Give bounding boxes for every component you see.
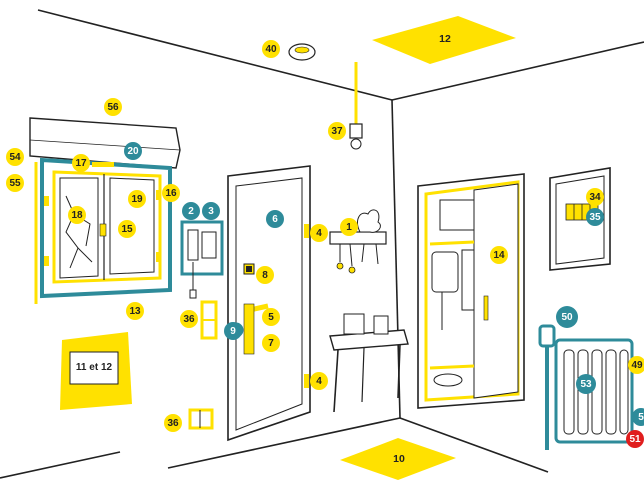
marker-1: 1: [340, 218, 358, 236]
lamp-icon: [350, 62, 362, 149]
marker-49: 49: [628, 356, 644, 374]
marker-18: 18: [68, 206, 86, 224]
marker-17: 17: [72, 154, 90, 172]
marker-40: 40: [262, 40, 280, 58]
marker-55: 55: [6, 174, 24, 192]
marker-9: 9: [224, 322, 242, 340]
marker-14: 14: [490, 246, 508, 264]
marker-51: 51: [626, 430, 644, 448]
marker-50: 50: [556, 306, 578, 328]
marker-3: 3: [202, 202, 220, 220]
marker-20: 20: [124, 142, 142, 160]
marker-56: 56: [104, 98, 122, 116]
marker-10: 10: [384, 453, 414, 465]
keys-icon: [330, 232, 386, 273]
marker-7: 7: [262, 334, 280, 352]
marker-36-top: 36: [180, 310, 198, 328]
marker-13: 13: [126, 302, 144, 320]
marker-4-bottom: 4: [310, 372, 328, 390]
marker-15: 15: [118, 220, 136, 238]
marker-36-bottom: 36: [164, 414, 182, 432]
marker-19: 19: [128, 190, 146, 208]
marker-16: 16: [162, 184, 180, 202]
wardrobe-icon: [418, 174, 524, 408]
plant-icon: [358, 210, 381, 232]
table-icon: [330, 314, 408, 412]
marker-12: 12: [430, 33, 460, 45]
marker-6: 6: [266, 210, 284, 228]
marker-8: 8: [256, 266, 274, 284]
marker-4-top: 4: [310, 224, 328, 242]
marker-34: 34: [586, 188, 604, 206]
marker-37: 37: [328, 122, 346, 140]
marker-2: 2: [182, 202, 200, 220]
smoke-detector-icon: [289, 44, 315, 60]
door-icon: [228, 166, 310, 440]
marker-53: 53: [576, 374, 596, 394]
intercom-icon: [182, 222, 222, 298]
marker-35: 35: [586, 208, 604, 226]
marker-5: 5: [262, 308, 280, 326]
window-icon: [30, 118, 180, 304]
marker-54: 54: [6, 148, 24, 166]
marker-5-right: 5: [632, 408, 644, 426]
post-it-label: 11 et 12: [70, 362, 118, 373]
